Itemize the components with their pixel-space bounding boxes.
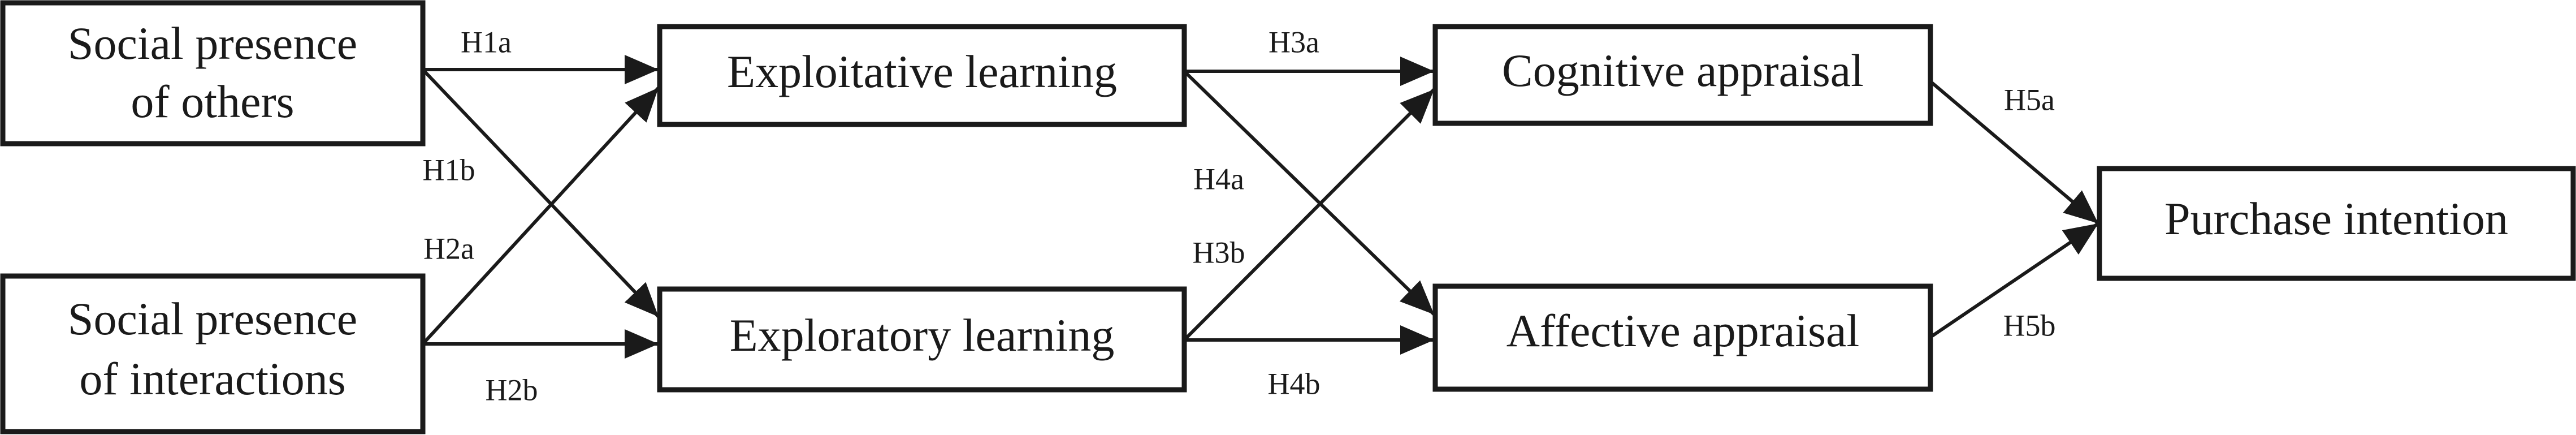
node-label: Affective appraisal (1506, 305, 1860, 356)
edge-label-h1b: H1b (423, 153, 475, 187)
node-box (0, 0, 426, 147)
edge-labels: H1a H1b H2a H2b H3a H4a H3b H4b H5a H5b (423, 25, 2056, 407)
node-label: Purchase intention (2164, 193, 2508, 244)
edge-label-h4b: H4b (1268, 367, 1321, 400)
node-label-line-1: Social presence (68, 293, 357, 344)
node-label: Exploitative learning (727, 46, 1117, 97)
node-label: Exploratory learning (730, 309, 1115, 361)
edge-h3b (1183, 88, 1436, 342)
edge-label-h3a: H3a (1268, 25, 1319, 59)
edge-label-h4a: H4a (1193, 162, 1244, 196)
node-label-line-1: Social presence (68, 18, 357, 69)
node-label-line-2: of others (131, 76, 294, 127)
node-affective-appraisal: Affective appraisal (1432, 283, 1933, 392)
node-exploitative-learning: Exploitative learning (657, 24, 1187, 127)
node-box (2097, 166, 2576, 281)
node-box (1432, 24, 1933, 126)
node-box (0, 273, 426, 434)
edge-label-h2a: H2a (423, 231, 474, 265)
node-purchase-intention: Purchase intention (2097, 166, 2576, 281)
edge-label-h1a: H1a (461, 25, 512, 59)
node-box (1432, 283, 1933, 392)
node-social-presence-of-interactions: Social presence of interactions (0, 273, 426, 434)
node-box (657, 24, 1187, 127)
edge-label-h5b: H5b (2003, 308, 2056, 342)
edge-h1b (421, 68, 660, 318)
edge-h5a (1929, 80, 2099, 225)
node-box (657, 286, 1187, 393)
node-exploratory-learning: Exploratory learning (657, 286, 1187, 393)
edge-label-h3b: H3b (1193, 235, 1245, 269)
node-label: Cognitive appraisal (1502, 45, 1864, 96)
node-cognitive-appraisal: Cognitive appraisal (1432, 24, 1933, 126)
edge-h4a (1183, 70, 1436, 316)
edges (421, 55, 2099, 359)
edge-h2a (421, 86, 660, 346)
edge-h5b (1929, 222, 2099, 339)
node-label-line-2: of interactions (79, 353, 345, 404)
node-social-presence-of-others: Social presence of others (0, 0, 426, 147)
edge-label-h5a: H5a (2004, 83, 2055, 117)
edge-label-h2b: H2b (486, 373, 538, 407)
